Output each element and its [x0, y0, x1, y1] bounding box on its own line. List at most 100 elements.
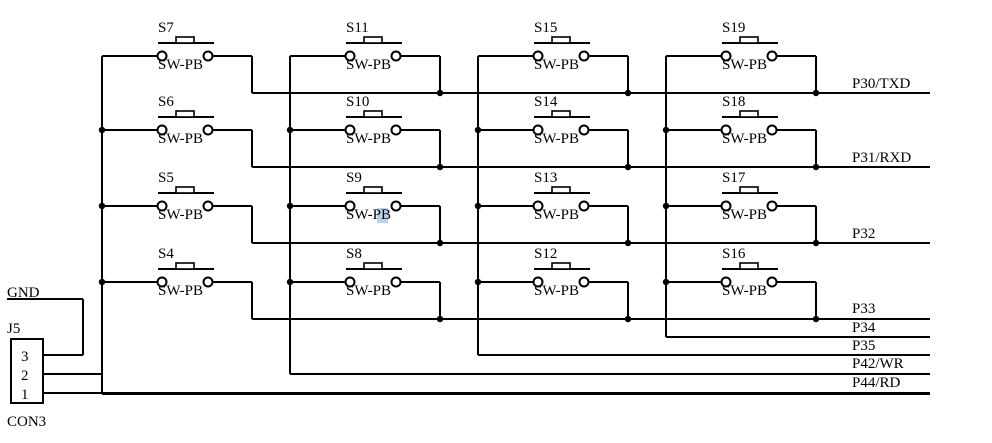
switch-contact-icon [720, 276, 732, 288]
junction-dot [812, 239, 820, 247]
junction-dot [812, 89, 820, 97]
switch-plunger-icon [175, 186, 195, 194]
switch-value-label: SW-PB [534, 57, 579, 73]
junction-dot [624, 239, 632, 247]
junction-dot [624, 89, 632, 97]
switch-value-label: SW-PB [158, 57, 203, 73]
port-labels: P30/TXD P31/RXD P32 P33 P34 P35 P42/WR P… [852, 76, 911, 391]
switch-ref-label: S19 [722, 20, 745, 36]
switch-ref-label: S18 [722, 94, 745, 110]
switch-contact-icon [532, 50, 544, 62]
junction-dot [436, 239, 444, 247]
switch-ref-label: S11 [346, 20, 369, 36]
switch-plunger-icon [363, 110, 383, 118]
port-label-p35: P35 [852, 338, 875, 354]
switch-contact-icon [202, 124, 214, 136]
junction-dot [812, 315, 820, 323]
switch-contact-icon [202, 200, 214, 212]
port-label-p44-rd: P44/RD [852, 375, 901, 391]
connector-pin-2: 2 [21, 368, 29, 384]
port-label-p32: P32 [852, 226, 875, 242]
switch-plunger-icon [739, 262, 759, 270]
port-label-p42-wr: P42/WR [852, 356, 904, 372]
switch-contact-icon [578, 124, 590, 136]
switch-value-label: SW-PB [346, 283, 391, 299]
switch-plunger-icon [363, 262, 383, 270]
port-label-p30-txd: P30/TXD [852, 76, 911, 92]
switch-plunger-icon [551, 36, 571, 44]
switch-contact-icon [720, 124, 732, 136]
switch-contact-icon [156, 50, 168, 62]
switch-plunger-icon [175, 110, 195, 118]
switch-contact-icon [766, 50, 778, 62]
port-label-p33: P33 [852, 301, 875, 317]
connector-body [10, 338, 44, 404]
switch-ref-label: S8 [346, 246, 362, 262]
switch-contact-icon [766, 200, 778, 212]
connector-pin-1: 1 [21, 387, 29, 403]
switch-contact-icon [766, 124, 778, 136]
switch-contact-icon [344, 50, 356, 62]
switch-contact-icon [578, 200, 590, 212]
switch-contact-icon [344, 124, 356, 136]
switch-contact-icon [532, 124, 544, 136]
switch-contact-icon [578, 50, 590, 62]
switch-plunger-icon [363, 186, 383, 194]
switch-ref-label: S17 [722, 170, 746, 186]
switch-contact-icon [344, 200, 356, 212]
switch-contact-icon [390, 124, 402, 136]
switch-contact-icon [532, 276, 544, 288]
switch-contact-icon [578, 276, 590, 288]
switch-value-label: SW-PB [158, 131, 203, 147]
port-label-p34: P34 [852, 320, 876, 336]
switch-ref-label: S15 [534, 20, 557, 36]
switch-value-label: SW-PB [534, 283, 579, 299]
switch-contact-icon [202, 50, 214, 62]
switch-plunger-icon [739, 186, 759, 194]
switch-value-label: SW-PB [158, 283, 203, 299]
switch-ref-label: S10 [346, 94, 369, 110]
switch-ref-label: S13 [534, 170, 557, 186]
switch-contact-icon [390, 200, 402, 212]
switch-value-label: SW-PB [534, 131, 579, 147]
switch-value-label: SW-PB [534, 207, 579, 223]
connector-pin-3: 3 [21, 349, 29, 365]
switch-value-label: SW-PB [346, 57, 391, 73]
switch-value-label: SW-PB [158, 207, 203, 223]
switch-plunger-icon [551, 110, 571, 118]
switch-ref-label: S16 [722, 246, 746, 262]
junction-dot [624, 315, 632, 323]
switch-contact-icon [390, 276, 402, 288]
switch-ref-label: S5 [158, 170, 174, 186]
switch-value-label: SW-PB [722, 57, 767, 73]
net-label-gnd: GND [7, 285, 40, 301]
junction-dot [436, 163, 444, 171]
switch-ref-label: S4 [158, 246, 174, 262]
switch-ref-label: S9 [346, 170, 362, 186]
switch-value-label: SW-PB [722, 207, 767, 223]
switch-plunger-icon [739, 110, 759, 118]
connector-j5: J5 CON3 3 2 1 GND [7, 285, 46, 430]
switch-plunger-icon [363, 36, 383, 44]
switch-contact-icon [344, 276, 356, 288]
port-label-p31-rxd: P31/RXD [852, 150, 911, 166]
junction-dot [812, 163, 820, 171]
junction-dot [436, 89, 444, 97]
switch-value-label: SW-PB [346, 207, 391, 223]
switch-plunger-icon [551, 186, 571, 194]
junction-dot [436, 315, 444, 323]
switch-contact-icon [720, 50, 732, 62]
junction-dot [624, 163, 632, 171]
switch-contact-icon [202, 276, 214, 288]
switch-contact-icon [156, 124, 168, 136]
switch-ref-label: S12 [534, 246, 557, 262]
switch-ref-label: S14 [534, 94, 558, 110]
switch-value-label: SW-PB [722, 131, 767, 147]
text-selection-highlight [377, 208, 388, 223]
switch-contact-icon [390, 50, 402, 62]
switch-ref-label: S7 [158, 20, 174, 36]
switch-value-label: SW-PB [722, 283, 767, 299]
switch-contact-icon [766, 276, 778, 288]
switch-contact-icon [720, 200, 732, 212]
